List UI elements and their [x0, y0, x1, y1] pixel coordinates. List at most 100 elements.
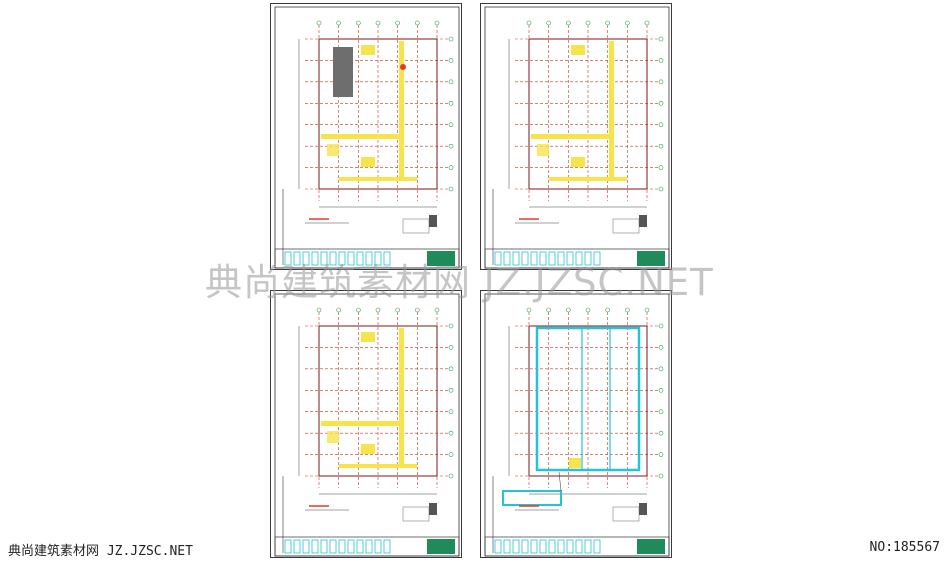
- axis-bubble: [658, 366, 664, 372]
- title-block-cell: [356, 539, 364, 554]
- axis-bubble: [658, 387, 664, 393]
- legend-mark: [429, 503, 437, 515]
- sheet-border: [484, 293, 670, 557]
- title-block-cell: [311, 539, 319, 554]
- yellow-room: [361, 45, 375, 55]
- title-block-cell: [539, 251, 547, 266]
- yellow-corridor: [321, 134, 399, 139]
- title-block-cell: [338, 539, 346, 554]
- title-block-logo: [427, 539, 455, 554]
- legend-box: [402, 218, 430, 234]
- outer-wall: [528, 325, 648, 477]
- axis-bubble: [546, 20, 551, 26]
- axis-bubble: [434, 307, 440, 313]
- yellow-corridor: [339, 177, 417, 181]
- title-block-cell: [494, 539, 502, 554]
- title-block-cell: [521, 251, 529, 266]
- drawing-sheet-top-right: [480, 3, 672, 270]
- axis-bubble: [585, 307, 591, 313]
- yellow-corridor: [399, 41, 404, 181]
- floor-plan-drawing: [484, 293, 670, 557]
- axis-bubble: [448, 143, 454, 149]
- axis-bubble: [585, 20, 591, 26]
- axis-bubble: [658, 122, 664, 128]
- cyan-zone: [535, 326, 641, 472]
- title-block-cell: [383, 251, 391, 266]
- title-block-cell: [539, 539, 547, 554]
- title-block-cell: [575, 251, 583, 266]
- axis-bubble: [448, 100, 454, 106]
- title-block-cell: [530, 539, 538, 554]
- axis-bubble: [658, 345, 664, 350]
- title-block-cell: [320, 251, 328, 266]
- axis-bubble: [448, 58, 454, 63]
- yellow-corridor: [609, 41, 614, 181]
- axis-bubble: [658, 452, 664, 457]
- axis-bubble: [658, 165, 664, 170]
- axis-bubble: [658, 143, 664, 149]
- leader-line: [558, 471, 562, 492]
- axis-bubble: [448, 165, 454, 170]
- floor-plan-drawing: [274, 6, 460, 269]
- axis-bubble: [448, 79, 454, 85]
- title-block-cell: [503, 539, 511, 554]
- axis-bubble: [658, 409, 664, 415]
- marker-dot: [400, 64, 406, 70]
- yellow-room: [327, 431, 339, 443]
- title-block-cell: [566, 251, 574, 266]
- footer-site-text: 典尚建筑素材网 JZ.JZSC.NET: [8, 544, 193, 559]
- title-block-cell: [338, 251, 346, 266]
- title-block-cell: [347, 539, 355, 554]
- title-block-cell: [512, 251, 520, 266]
- axis-bubble: [625, 20, 630, 26]
- axis-bubble: [526, 307, 532, 313]
- axis-bubble: [448, 430, 454, 436]
- drawing-sheet-bottom-right: [480, 290, 672, 558]
- outer-wall: [528, 38, 648, 190]
- axis-bubble: [356, 20, 361, 26]
- axis-bubble: [316, 307, 322, 313]
- yellow-room: [361, 444, 375, 454]
- outer-wall: [318, 325, 438, 477]
- drawing-sheet-bottom-left: [270, 290, 462, 558]
- title-block-cell: [293, 539, 301, 554]
- yellow-room: [537, 144, 549, 156]
- axis-bubble: [658, 323, 664, 329]
- axis-bubble: [526, 20, 532, 26]
- title-block-cell: [566, 539, 574, 554]
- title-block-cell: [374, 539, 382, 554]
- title-block-cell: [512, 539, 520, 554]
- footer-number: NO:185567: [869, 540, 940, 555]
- yellow-room: [571, 45, 585, 55]
- title-block-cell: [365, 539, 373, 554]
- title-block-logo: [637, 539, 665, 554]
- axis-bubble: [448, 345, 454, 350]
- title-block: [274, 248, 460, 269]
- axis-bubble: [546, 307, 551, 313]
- title-block-cell: [365, 251, 373, 266]
- title-block-cell: [311, 251, 319, 266]
- floor-plan-drawing: [274, 293, 460, 557]
- title-block: [484, 536, 670, 557]
- yellow-corridor: [399, 328, 404, 468]
- title-block-cell: [329, 539, 337, 554]
- axis-bubble: [448, 122, 454, 128]
- title-block-cell: [575, 539, 583, 554]
- title-block-cell: [320, 539, 328, 554]
- title-block-cell: [329, 251, 337, 266]
- axis-bubble: [658, 100, 664, 106]
- axis-bubble: [605, 307, 610, 313]
- title-block-cell: [530, 251, 538, 266]
- legend-box: [612, 506, 640, 522]
- axis-bubble: [375, 20, 381, 26]
- title-block-cell: [584, 539, 592, 554]
- shaded-area: [333, 47, 353, 97]
- yellow-room: [361, 332, 375, 342]
- title-block-cell: [374, 251, 382, 266]
- axis-bubble: [448, 387, 454, 393]
- title-block-cell: [302, 251, 310, 266]
- title-block-logo: [637, 251, 665, 266]
- legend-box: [612, 218, 640, 234]
- title-block-cell: [548, 251, 556, 266]
- axis-bubble: [336, 20, 341, 26]
